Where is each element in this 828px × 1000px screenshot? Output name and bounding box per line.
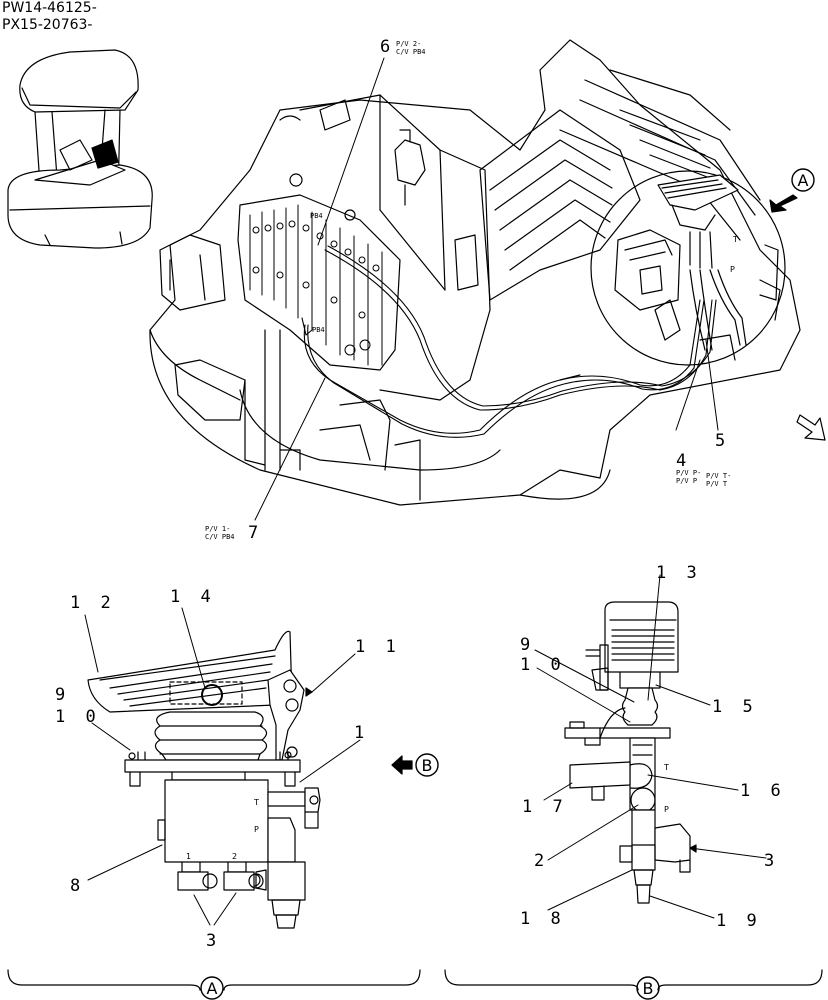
callout-14: 1 4 [170, 587, 216, 607]
arrowhead-11 [305, 687, 313, 697]
port-t-a: T [253, 798, 259, 807]
view-b-bottom-marker [636, 976, 660, 1000]
note-4a: P/V P- [676, 469, 701, 477]
callout-13: 1 3 [656, 563, 702, 583]
callout-7: 7 [248, 523, 263, 543]
port-t-detail: T [732, 235, 738, 244]
callout-10-a: 1 0 [55, 707, 101, 727]
callout-5: 5 [715, 431, 730, 451]
leader-lines-main [254, 57, 719, 521]
view-a-marker-label: A [798, 171, 809, 190]
port-p-a: P [254, 825, 259, 834]
callout-6: 6 [380, 37, 395, 57]
callout-12: 1 2 [70, 593, 116, 613]
port-p-detail: P [730, 265, 735, 274]
port-2-a: 2 [232, 852, 237, 861]
pb4-label-lower: PB4 [312, 326, 325, 334]
view-b-arrow [391, 755, 413, 775]
callout-9-a: 9 [55, 685, 70, 705]
view-a-pedal-valve [87, 630, 321, 929]
port-p-b: P [664, 805, 669, 814]
pilot-hoses [301, 245, 717, 438]
callout-16: 1 6 [740, 781, 786, 801]
view-a-bottom-label: A [207, 979, 218, 998]
leader-lines-b [534, 574, 767, 919]
port-1-a: 1 [186, 852, 191, 861]
detail-circle-a [590, 170, 786, 366]
note-5b: P/V T [706, 480, 728, 488]
view-b-marker-label: B [422, 756, 433, 775]
port-t-b: T [663, 763, 669, 772]
machine-thumbnail [7, 49, 153, 249]
callout-8: 8 [70, 876, 85, 896]
view-a-arrow [769, 194, 798, 213]
note-7a: P/V 1- [205, 525, 230, 533]
note-5a: P/V T- [706, 472, 731, 480]
callout-10-b: 1 0 [520, 655, 566, 675]
callout-9-b: 9 [520, 635, 535, 655]
callout-3-b: 3 [764, 851, 779, 871]
view-a-bottom-marker [200, 976, 224, 1000]
note-4b: P/V P [676, 477, 697, 485]
machine-frame [149, 39, 801, 506]
callout-17: 1 7 [522, 797, 568, 817]
front-direction-icon [796, 414, 826, 441]
callout-15: 1 5 [712, 697, 758, 717]
callout-1: 1 [354, 723, 369, 743]
arrowhead-3-b [689, 844, 697, 853]
pb4-label-upper: PB4 [310, 212, 323, 220]
note-7b: C/V PB4 [205, 533, 235, 541]
callout-2: 2 [534, 851, 549, 871]
part-number-line-2: PX15-20763- [2, 17, 93, 33]
note-6a: P/V 2- [396, 40, 421, 48]
callout-3-a: 3 [206, 931, 221, 951]
callout-18: 1 8 [520, 909, 566, 929]
view-b-pedal-valve [564, 601, 691, 904]
callout-19: 1 9 [716, 911, 762, 931]
callout-11: 1 1 [355, 637, 401, 657]
note-6b: C/V PB4 [396, 48, 426, 56]
view-b-bottom-label: B [643, 979, 654, 998]
callout-4: 4 [676, 451, 691, 471]
part-number-line-1: PW14-46125- [2, 0, 97, 16]
view-a-marker [791, 168, 815, 192]
leader-lines-a [84, 607, 361, 926]
view-b-marker [415, 753, 439, 777]
view-brackets [7, 969, 823, 991]
